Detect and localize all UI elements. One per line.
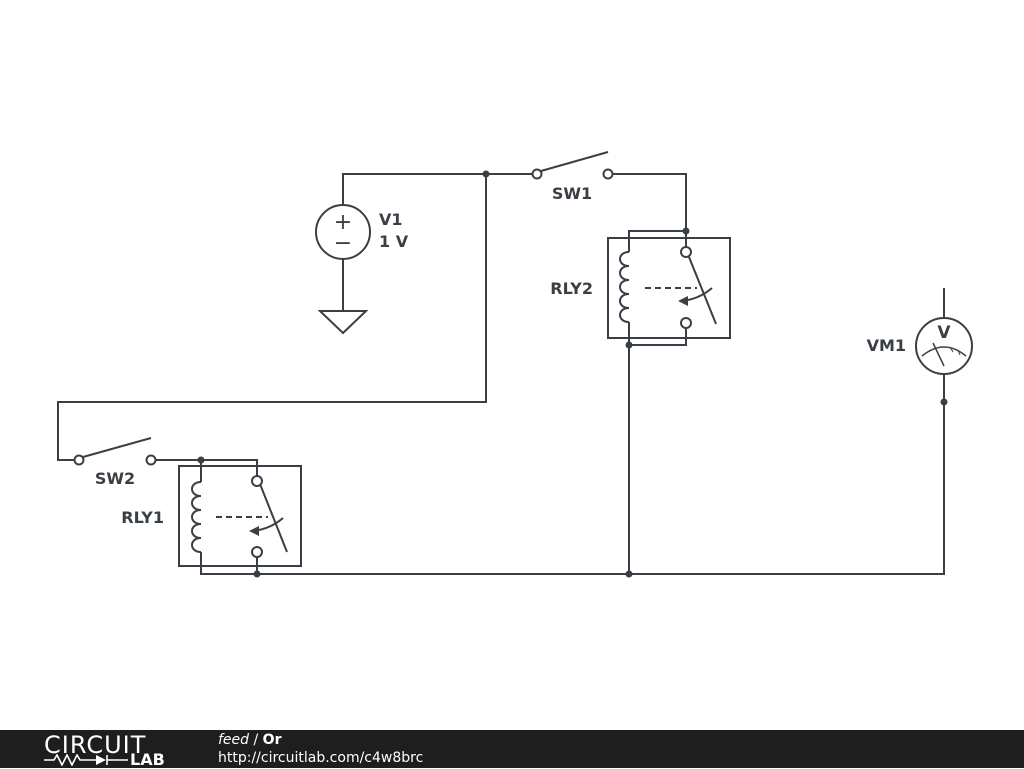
wire-v1-top	[342, 173, 537, 205]
rly2-arrowhead	[678, 296, 688, 306]
rly2-armature	[688, 256, 717, 325]
switch-sw2[interactable]: SW2	[73, 437, 157, 488]
rly2-coil-return	[628, 322, 687, 346]
rly1-coil-icon	[191, 481, 202, 553]
wires	[57, 173, 945, 575]
rly2-label: RLY2	[550, 279, 593, 298]
circuit-meta: feed / Or http://circuitlab.com/c4w8brc	[218, 731, 423, 767]
logo-text-top: CIRCUIT	[44, 731, 147, 759]
rly1-contact-bottom	[251, 546, 263, 558]
relay-rly1[interactable]: RLY1	[121, 460, 302, 575]
relay-rly2[interactable]: RLY2	[550, 230, 731, 346]
junctions	[197, 170, 948, 578]
logo-text-bottom: LAB	[130, 750, 165, 769]
rly1-body	[178, 465, 302, 567]
sw2-label: SW2	[95, 469, 135, 488]
sw2-terminal-right	[145, 454, 157, 466]
rly1-arrowhead	[249, 526, 259, 536]
voltmeter-vm1[interactable]: V VM1	[867, 317, 973, 375]
voltmeter-scale-icon	[921, 346, 967, 357]
rly2-contact-bottom	[680, 317, 692, 329]
voltage-source-body	[315, 204, 371, 260]
junction-dot	[625, 570, 633, 578]
circuitlab-logo[interactable]: CIRCUIT LAB	[40, 731, 180, 769]
junction-dot	[482, 170, 490, 178]
wire-sw2-to-rly1	[151, 459, 258, 477]
wire-bottom-rail	[257, 402, 945, 575]
v1-minus-sign: −	[334, 231, 352, 256]
rly2-contact-top	[680, 246, 692, 258]
v1-value: 1 V	[379, 232, 409, 251]
vm1-label: VM1	[867, 336, 906, 355]
resistor-diode-logo-icon	[44, 754, 128, 766]
sw2-terminal-left	[73, 454, 85, 466]
junction-dot	[197, 456, 205, 464]
junction-dot	[253, 570, 261, 578]
sw1-lever	[540, 151, 609, 172]
rly1-armature	[259, 483, 288, 553]
circuit-title: Or	[262, 732, 282, 748]
voltmeter-tick-icon	[957, 349, 961, 356]
rly2-body	[607, 237, 731, 339]
rly1-label: RLY1	[121, 508, 164, 527]
ground-icon	[317, 310, 369, 335]
meta-title-line: feed / Or	[218, 731, 423, 749]
voltage-source-v1[interactable]: + − V1 1 V	[315, 204, 409, 260]
title-separator: /	[249, 732, 263, 748]
sw1-terminal-left	[531, 168, 543, 180]
junction-dot	[682, 227, 690, 235]
sw1-terminal-right	[602, 168, 614, 180]
junction-dot	[940, 398, 948, 406]
junction-dot	[625, 341, 633, 349]
v1-label: V1	[379, 210, 403, 229]
wire-junction-to-sw2	[57, 174, 487, 461]
rly1-coil-return	[200, 552, 257, 575]
rly2-coil-icon	[619, 251, 630, 323]
sw1-label: SW1	[552, 184, 592, 203]
voltmeter-body	[915, 317, 973, 375]
wire-sw1-to-rly2	[609, 173, 687, 252]
switch-sw1[interactable]: SW1	[531, 151, 614, 203]
circuit-url-link[interactable]: http://circuitlab.com/c4w8brc	[218, 750, 424, 766]
voltmeter-needle-icon	[932, 342, 945, 367]
footer-bar: CIRCUIT LAB feed / Or http://circuitlab.…	[0, 730, 1024, 769]
author-link[interactable]: feed	[218, 732, 250, 748]
voltmeter-tick-icon	[949, 346, 954, 353]
sw2-lever	[82, 437, 152, 458]
circuit-schematic: + − V1 1 V SW1 SW2 RLY2	[57, 151, 973, 578]
voltmeter-symbol: V	[937, 323, 951, 343]
v1-plus-sign: +	[334, 210, 352, 235]
rly2-coil-wire	[628, 230, 686, 252]
rly1-contact-top	[251, 475, 263, 487]
